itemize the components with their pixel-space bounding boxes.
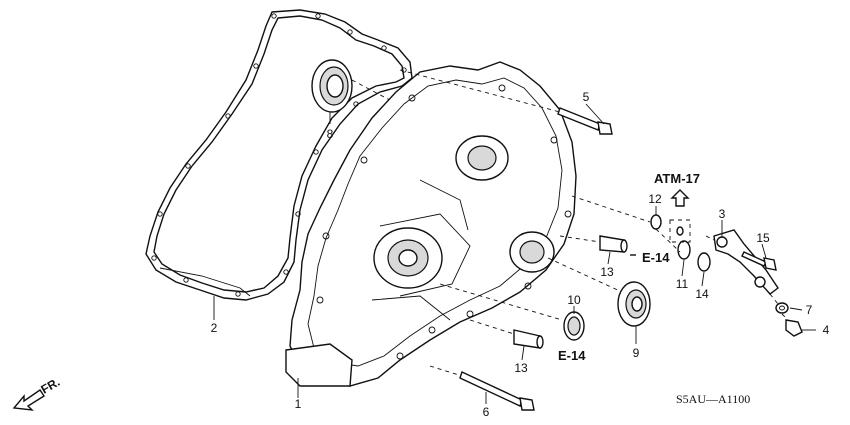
- callout-13-lower: 13: [514, 361, 528, 375]
- shift-lever-part-3: [705, 229, 779, 295]
- bolt-part-6: [429, 365, 535, 411]
- leader-lines: [213, 103, 816, 404]
- up-arrow-icon: [670, 189, 690, 207]
- callout-12: 12: [648, 192, 662, 206]
- bolt-part-5: [399, 69, 613, 135]
- reference-atm-17: ATM-17: [654, 171, 700, 186]
- oil-seal-part-9: [547, 257, 651, 327]
- washer-part-7: [769, 293, 789, 314]
- bolt-part-15: [741, 251, 777, 271]
- callout-5: 5: [583, 90, 590, 104]
- callout-13-upper: 13: [600, 265, 614, 279]
- callout-15: 15: [756, 231, 770, 245]
- callout-4: 4: [823, 323, 830, 337]
- callout-8: 8: [327, 127, 334, 141]
- gasket-outline: [145, 9, 413, 301]
- dowel-part-13-lower: [469, 319, 544, 349]
- front-direction-arrow: FR.: [12, 375, 62, 411]
- callout-2: 2: [211, 321, 218, 335]
- ring-part-14: [697, 252, 711, 272]
- callout-11: 11: [676, 277, 689, 291]
- diagram-code: S5AU—A1100: [676, 392, 750, 406]
- callout-3: 3: [719, 207, 726, 221]
- transmission-housing: [285, 61, 577, 387]
- callout-9: 9: [633, 346, 640, 360]
- callout-7: 7: [806, 303, 813, 317]
- reference-e-14-lower: E-14: [558, 348, 586, 363]
- reference-e-14-upper: E-14: [642, 250, 670, 265]
- callout-10: 10: [567, 293, 581, 307]
- callout-14: 14: [695, 287, 709, 301]
- dowel-part-13-upper: [559, 235, 628, 253]
- oil-seal-part-10: [439, 283, 585, 341]
- bearing-part-8: [311, 59, 561, 191]
- bolt-part-4: [781, 313, 803, 337]
- callout-1: 1: [295, 397, 302, 411]
- snap-ring-part-12: [571, 195, 691, 253]
- ring-part-11: [677, 240, 691, 260]
- callout-6: 6: [483, 405, 490, 419]
